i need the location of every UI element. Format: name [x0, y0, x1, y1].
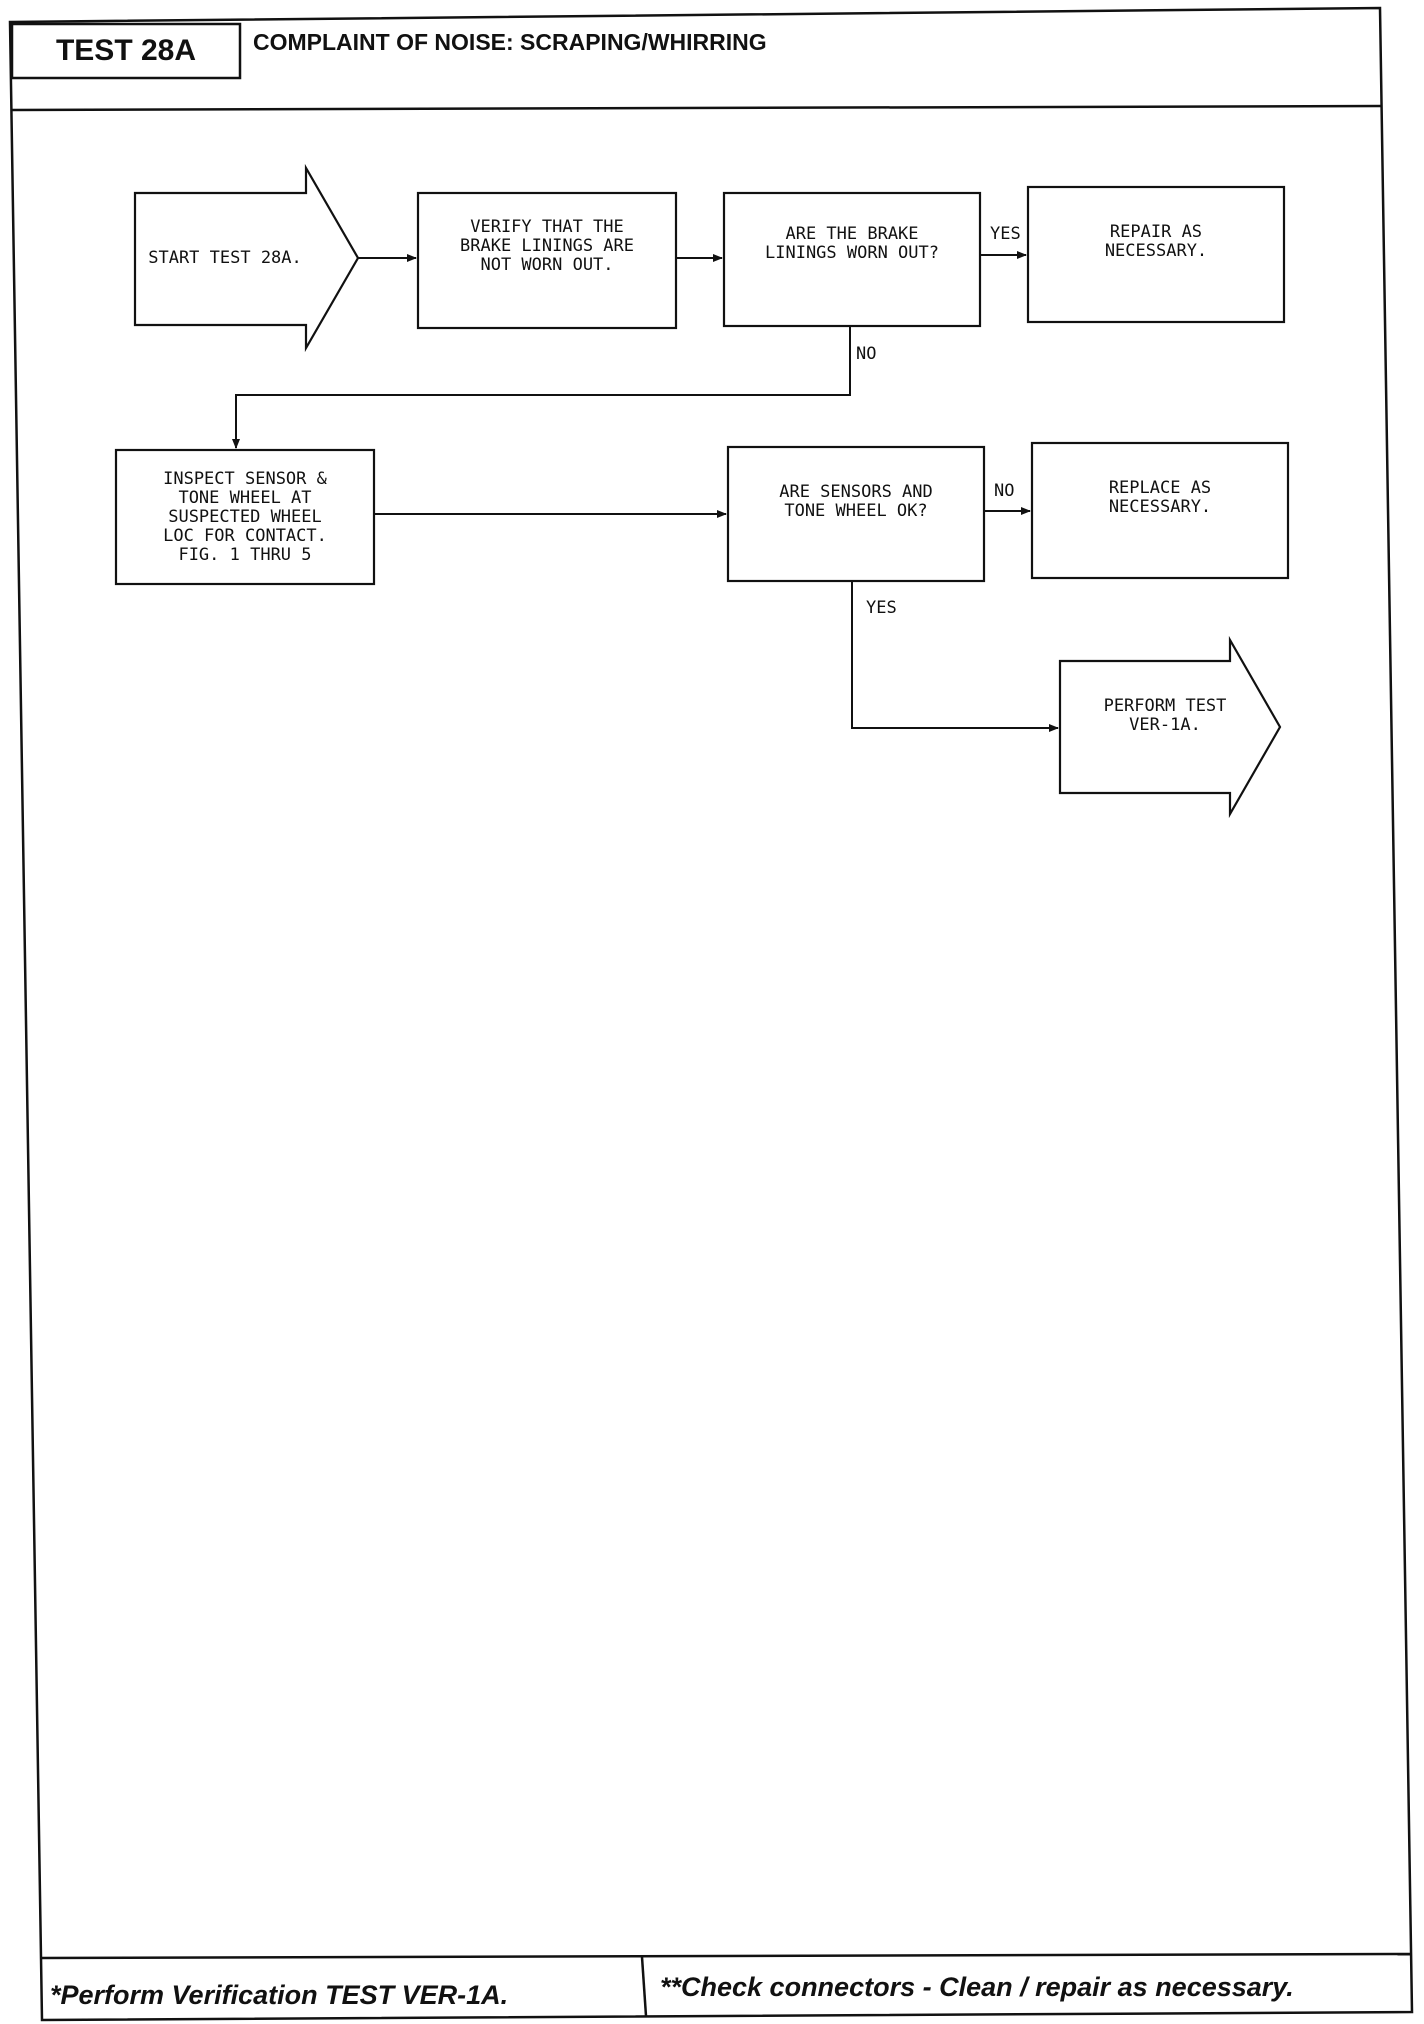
edge-label-sensors-no: NO: [994, 481, 1015, 501]
inspect-node-box: [114, 448, 376, 586]
edge-sensors-yes: [851, 581, 1059, 732]
edge-linings-no: [232, 326, 851, 449]
header-divider: [11, 104, 1383, 112]
edge-label-sensors-yes: YES: [866, 598, 897, 618]
inspect-node-label: INSPECT SENSOR & TONE WHEEL AT SUSPECTED…: [163, 468, 327, 565]
footer-connectors-note: **Check connectors - Clean / repair as n…: [660, 1971, 1294, 2002]
edge-label-linings-yes: YES: [990, 224, 1021, 244]
question-sensors-box: [726, 445, 986, 583]
verify-node-box: [416, 191, 678, 330]
start-node-label: START TEST 28A.: [148, 247, 302, 268]
page-border: [8, 6, 1414, 2022]
repair-node-box: [1026, 185, 1286, 324]
test-id-label: TEST 28A: [55, 34, 197, 67]
repair-node-label: REPAIR AS NECESSARY.: [1104, 222, 1208, 261]
replace-node-label: REPLACE AS NECESSARY.: [1108, 478, 1212, 517]
perform-node-label: PERFORM TEST VER-1A.: [1103, 696, 1227, 735]
footer-divider: [39, 1952, 1411, 1960]
replace-node-box: [1030, 441, 1290, 580]
edge-label-linings-no: NO: [856, 344, 877, 364]
page-title: COMPLAINT OF NOISE: SCRAPING/WHIRRING: [253, 28, 767, 55]
header-test-box: [10, 22, 242, 80]
start-node-shape: [133, 163, 360, 353]
question-linings-label: ARE THE BRAKE LININGS WORN OUT?: [765, 224, 939, 263]
verify-node-label: VERIFY THAT THE BRAKE LININGS ARE NOT WO…: [460, 216, 634, 275]
perform-node-shape: [1058, 635, 1282, 819]
footer-verification-note: *Perform Verification TEST VER-1A.: [50, 1979, 509, 2010]
question-linings-box: [722, 191, 982, 328]
question-sensors-label: ARE SENSORS AND TONE WHEEL OK?: [779, 482, 933, 521]
footer-split: [640, 1956, 648, 2017]
